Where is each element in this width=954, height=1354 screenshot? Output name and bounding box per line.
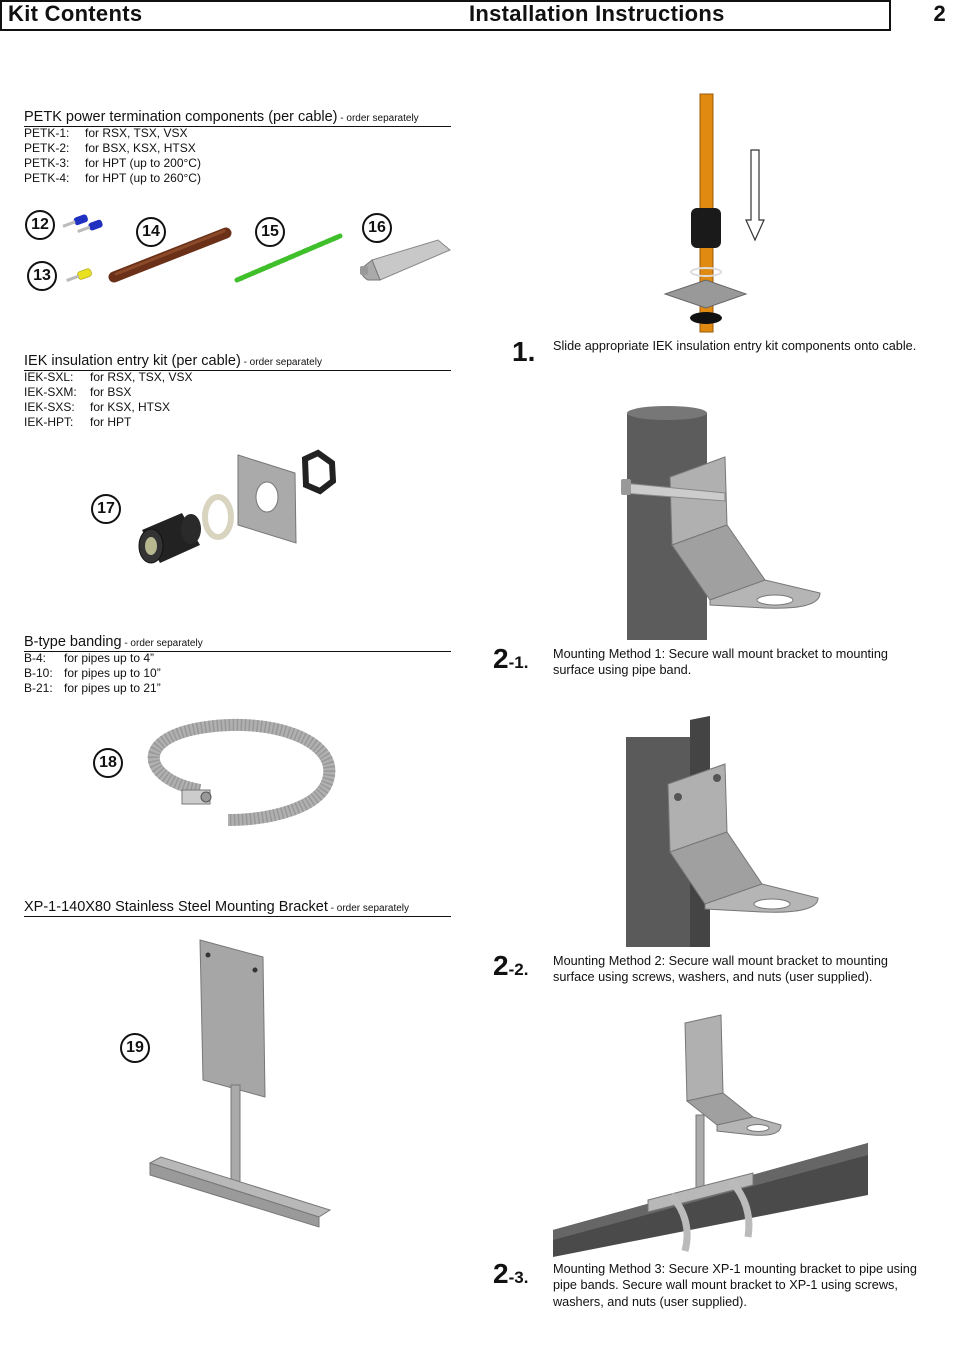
badge-12: 12 xyxy=(25,210,55,240)
list-item: IEK-HPT:for HPT xyxy=(24,415,132,429)
band-clamp-illustration xyxy=(147,719,336,826)
list-item: IEK-SXS:for KSX, HTSX xyxy=(24,400,171,414)
badge-16: 16 xyxy=(362,213,392,243)
step-2-1-number: 2-1. xyxy=(493,643,529,674)
tube-icon xyxy=(360,239,451,281)
badge-14: 14 xyxy=(136,217,166,247)
list-item: PETK-3:for HPT (up to 200°C) xyxy=(24,156,201,170)
step-2-3-text: Mounting Method 3: Secure XP-1 mounting … xyxy=(553,1262,917,1309)
step-2-2-number: 2-2. xyxy=(493,950,529,981)
banding-section-title: B-type banding - order separately xyxy=(24,635,451,652)
xp1-bracket-illustration xyxy=(148,939,332,1228)
sleeve-brown-icon xyxy=(108,227,232,283)
step-1-number: 1. xyxy=(512,336,536,367)
kit-contents-title: Kit Contents xyxy=(8,1,143,26)
list-item: B-10:for pipes up to 10” xyxy=(24,666,161,680)
step-2-3-number: 2-3. xyxy=(493,1258,529,1289)
gland-icon xyxy=(138,513,201,564)
iek-section-title: IEK insulation entry kit (per cable) - o… xyxy=(24,354,451,371)
list-item: B-21:for pipes up to 21” xyxy=(24,681,161,695)
method2-illustration xyxy=(626,716,819,947)
list-item: PETK-4:for HPT (up to 260°C) xyxy=(24,171,201,185)
petk-section-title: PETK power termination components (per c… xyxy=(24,110,451,127)
bracket-section-title: XP-1-140X80 Stainless Steel Mounting Bra… xyxy=(24,900,451,917)
badge-19: 19 xyxy=(120,1033,150,1063)
list-item: B-4:for pipes up to 4” xyxy=(24,651,155,665)
badge-17: 17 xyxy=(91,494,121,524)
sleeve-green-icon xyxy=(234,233,343,283)
ferrule-blue-icon xyxy=(62,214,103,233)
step-2-2-text: Mounting Method 2: Secure wall mount bra… xyxy=(553,954,888,985)
badge-15: 15 xyxy=(255,217,285,247)
list-item: IEK-SXM:for BSX xyxy=(24,385,132,399)
list-item: IEK-SXL:for RSX, TSX, VSX xyxy=(24,370,193,384)
page-header: Kit Contents Installation Instructions 2 xyxy=(0,0,946,31)
list-item: PETK-1:for RSX, TSX, VSX xyxy=(24,126,188,140)
page-number: 2 xyxy=(933,1,946,26)
method3-illustration xyxy=(553,1014,868,1257)
iek-list: IEK-SXL:for RSX, TSX, VSX IEK-SXM:for BS… xyxy=(24,370,192,430)
petk-list: PETK-1:for RSX, TSX, VSX PETK-2:for BSX,… xyxy=(24,126,201,186)
down-arrow-icon xyxy=(745,149,765,242)
method1-illustration xyxy=(621,406,821,640)
ferrule-yellow-icon xyxy=(66,268,92,282)
step-1-text: Slide appropriate IEK insulation entry k… xyxy=(553,339,917,353)
list-item: PETK-2:for BSX, KSX, HTSX xyxy=(24,141,196,155)
step1-illustration xyxy=(663,93,765,333)
banding-list: B-4:for pipes up to 4” B-10:for pipes up… xyxy=(24,651,161,696)
installation-title: Installation Instructions xyxy=(469,1,725,26)
step-2-1-text: Mounting Method 1: Secure wall mount bra… xyxy=(553,647,888,678)
badge-13: 13 xyxy=(27,261,57,291)
iek-parts-illustration xyxy=(138,449,337,564)
badge-18: 18 xyxy=(93,748,123,778)
